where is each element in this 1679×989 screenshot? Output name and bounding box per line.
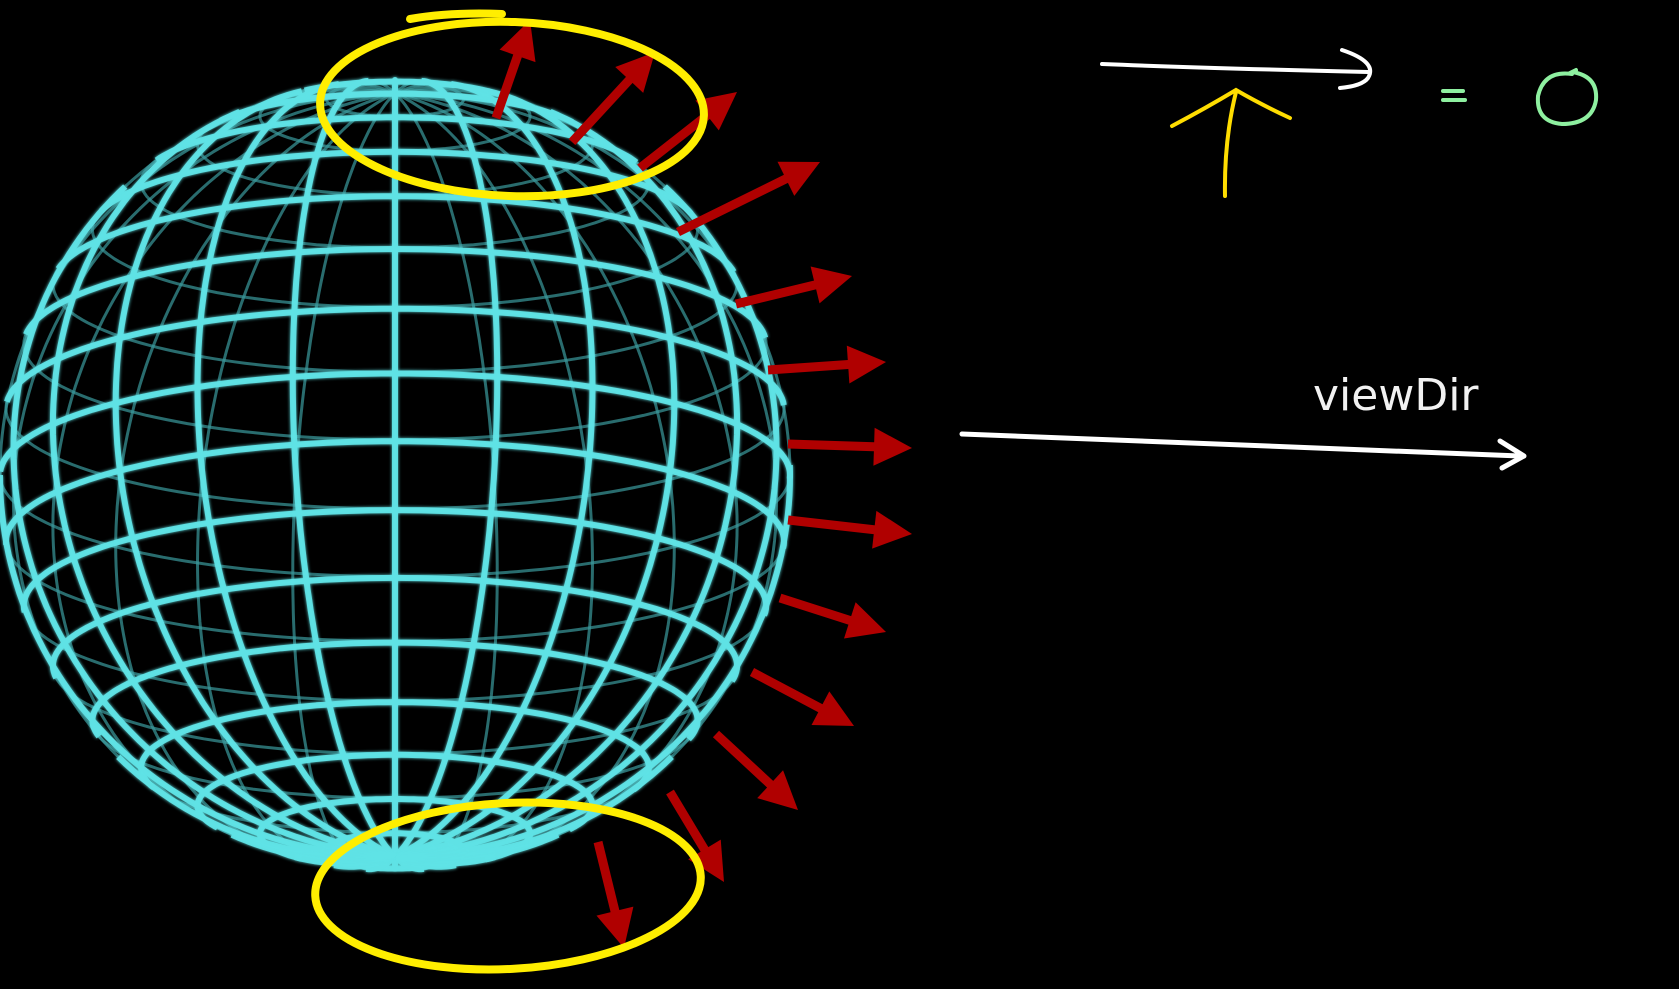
- normal-arrow-shaft: [637, 109, 714, 172]
- normal-arrow-head: [846, 345, 886, 384]
- normal-arrow-head: [757, 770, 798, 810]
- sphere-longitude-line: [392, 77, 501, 859]
- normal-arrow-shaft: [593, 840, 621, 917]
- right-arrow-symbol: [1100, 48, 1373, 90]
- normal-arrow-shaft: [767, 359, 853, 375]
- sphere-longitude-line: [0, 474, 396, 860]
- normal-arrow-shaft: [778, 593, 855, 626]
- normal-arrow-head: [810, 266, 852, 304]
- sphere-latitude-line: [194, 751, 395, 831]
- normal-arrow-head: [777, 161, 820, 196]
- sphere-latitude-line: [394, 574, 741, 683]
- sphere-longitude-line: [194, 81, 397, 860]
- sphere-longitude-line: [196, 91, 396, 867]
- sphere-latitude-line: [395, 438, 787, 549]
- sphere-latitude-line: [4, 305, 396, 403]
- sphere-latitude-line: [99, 148, 396, 213]
- view-dir-arrow: [959, 431, 1527, 471]
- normal-arrow-shaft: [676, 172, 792, 237]
- sphere-longitude-line: [394, 88, 678, 860]
- sphere-longitude-line: [392, 854, 425, 873]
- pole-highlights: [311, 9, 708, 974]
- normal-arrow-head: [596, 906, 634, 948]
- normal-arrow-shaft: [666, 789, 711, 856]
- normal-arrow-shaft: [787, 515, 879, 535]
- sphere-longitude-line: [394, 464, 793, 860]
- normal-arrow-head: [872, 510, 912, 549]
- top-pole-highlight-overlap: [406, 9, 506, 23]
- bottom-pole-highlight-ellipse: [311, 798, 705, 974]
- normal-arrow-shaft: [749, 668, 827, 715]
- normal-arrow-head: [499, 20, 536, 63]
- sphere-longitude-line: [394, 91, 594, 867]
- dot-product-annotation: [1100, 48, 1599, 198]
- normal-arrow-head: [873, 427, 912, 466]
- sphere-longitude-line: [393, 853, 457, 870]
- sphere-front-wireframe: [0, 77, 793, 873]
- normal-arrow-shaft: [712, 730, 777, 791]
- sphere-longitude-line: [393, 92, 499, 871]
- normal-arrow-head: [615, 52, 655, 93]
- sphere-latitude-line: [394, 246, 769, 339]
- top-pole-highlight-ellipse: [316, 17, 708, 201]
- normal-arrow-shaft: [787, 439, 879, 452]
- sphere-latitude-line: [394, 507, 770, 617]
- sphere-latitude-line: [20, 507, 396, 613]
- normal-arrow-shaft: [568, 73, 636, 146]
- sphere-longitude-line: [394, 754, 674, 861]
- normal-arrow-shaft: [734, 279, 821, 309]
- sphere-longitude-line: [49, 109, 396, 860]
- sphere-longitude-line: [291, 92, 397, 871]
- normal-arrow-head: [811, 691, 854, 726]
- equals-sign: [1441, 89, 1467, 102]
- sphere-longitude-line: [10, 184, 396, 860]
- sphere-latitude-line: [23, 246, 396, 336]
- sphere-latitude-line: [89, 639, 395, 739]
- sphere-latitude-line: [55, 193, 395, 271]
- sphere-latitude-line: [49, 574, 396, 680]
- surface-normal-arrows: [491, 20, 912, 948]
- sphere-longitude-line: [116, 754, 396, 861]
- sphere-longitude-line: [394, 109, 741, 860]
- normal-arrow-head: [688, 839, 724, 882]
- normal-arrow-head: [844, 602, 886, 639]
- normal-arrow-shaft: [491, 50, 524, 120]
- sphere-latitude-line: [394, 148, 694, 216]
- sphere-longitude-line: [112, 88, 396, 860]
- sphere-latitude-line: [395, 193, 737, 274]
- view-dir-label: viewDir: [1313, 370, 1479, 421]
- zero-symbol: [1535, 68, 1599, 127]
- sphere-latitude-line: [395, 639, 701, 742]
- sphere-longitude-line: [393, 81, 596, 860]
- up-arrow-symbol: [1170, 87, 1292, 198]
